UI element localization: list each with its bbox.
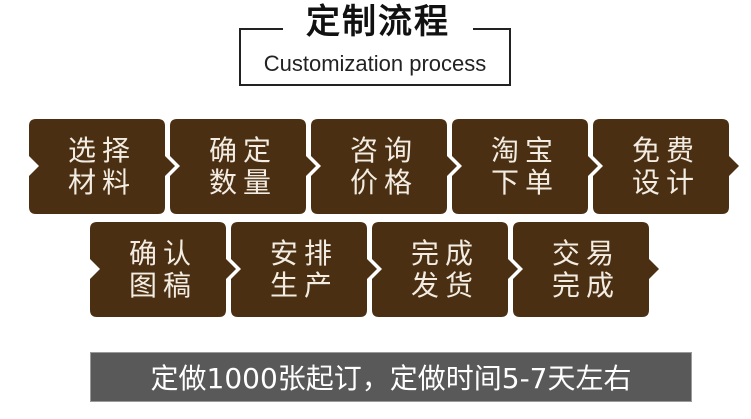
step-label-line1: 免费 bbox=[631, 133, 700, 167]
step-label-line2: 材料 bbox=[67, 165, 136, 199]
step-label-line2: 下单 bbox=[490, 165, 559, 199]
step-label-line1: 安排 bbox=[269, 236, 338, 270]
title-mask bbox=[283, 0, 473, 40]
step-label-line1: 选择 bbox=[67, 133, 136, 167]
step-card-taobao-order: 淘宝下单 bbox=[445, 119, 598, 214]
arrow-card-shape bbox=[452, 119, 598, 214]
step-label-line2: 价格 bbox=[349, 165, 418, 199]
step-card-confirm-quantity: 确定数量 bbox=[163, 119, 316, 214]
step-label-line1: 完成 bbox=[410, 236, 479, 270]
page-subtitle: Customization process bbox=[263, 51, 487, 76]
step-label-line2: 设计 bbox=[631, 165, 700, 199]
arrow-card-shape bbox=[372, 222, 518, 317]
step-card-inquire-price: 咨询价格 bbox=[304, 119, 457, 214]
step-label-line2: 数量 bbox=[208, 165, 277, 199]
step-card-ship: 完成发货 bbox=[365, 222, 518, 317]
step-card-confirm-artwork: 确认图稿 bbox=[83, 222, 236, 317]
banner-text: 定做1000张起订，定做时间5-7天左右 bbox=[150, 362, 632, 395]
arrow-card-shape bbox=[311, 119, 457, 214]
step-label-line1: 交易 bbox=[551, 236, 620, 270]
step-card-select-material: 选择材料 bbox=[22, 119, 175, 214]
arrow-card-shape bbox=[170, 119, 316, 214]
step-label-line1: 淘宝 bbox=[490, 133, 559, 167]
step-card-free-design: 免费设计 bbox=[586, 119, 739, 214]
arrow-card-shape bbox=[90, 222, 236, 317]
step-label-line1: 确认 bbox=[128, 236, 197, 270]
arrow-card-shape bbox=[513, 222, 659, 317]
step-label-line2: 图稿 bbox=[128, 268, 197, 302]
arrow-card-shape bbox=[29, 119, 175, 214]
page-title: 定制流程 bbox=[306, 2, 450, 42]
step-label-line2: 发货 bbox=[410, 268, 479, 302]
step-card-arrange-production: 安排生产 bbox=[224, 222, 377, 317]
step-label-line2: 生产 bbox=[269, 268, 338, 302]
step-card-complete-transaction: 交易完成 bbox=[506, 222, 659, 317]
step-label-line1: 确定 bbox=[208, 133, 277, 167]
step-label-line1: 咨询 bbox=[349, 133, 418, 167]
arrow-card-shape bbox=[593, 119, 739, 214]
arrow-card-shape bbox=[231, 222, 377, 317]
order-info-banner: 定做1000张起订，定做时间5-7天左右 bbox=[90, 352, 692, 402]
step-label-line2: 完成 bbox=[551, 268, 620, 302]
